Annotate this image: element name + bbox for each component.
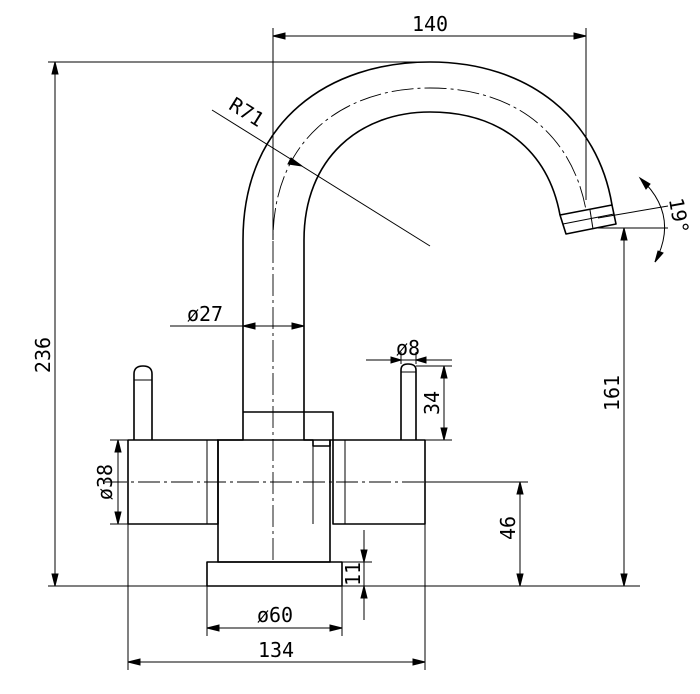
arrow: [620, 573, 628, 587]
arrow: [114, 439, 122, 453]
dim-text-27: ø27: [187, 302, 223, 326]
spout-collar: [217, 411, 334, 447]
spout-inner-contour: [303, 111, 561, 412]
arrow: [127, 658, 141, 666]
arrow: [242, 322, 256, 330]
dim-text-r71: R71: [225, 92, 268, 131]
arrow: [360, 549, 368, 563]
left-lever: [133, 365, 153, 440]
arrow: [287, 157, 303, 167]
arrow: [440, 365, 448, 379]
arrow: [206, 624, 220, 632]
arrow: [638, 176, 651, 190]
aerator-line: [589, 209, 594, 230]
dim-text-140: 140: [412, 12, 448, 36]
angle-line: [597, 205, 669, 219]
arrow: [654, 250, 664, 263]
arrow: [291, 322, 305, 330]
dim-text-60: ø60: [257, 603, 293, 627]
arrow: [272, 32, 286, 40]
arrow: [114, 511, 122, 525]
dimension-labels: 140 236 161 R71 19° ø27 ø8 34 ø38 46 11 …: [31, 12, 694, 662]
dim-arc-19: [639, 177, 666, 263]
arrow: [516, 573, 524, 587]
base-plate: [206, 561, 343, 587]
right-lever: [400, 363, 417, 440]
spout-aerator: [559, 204, 617, 235]
arrow: [414, 356, 427, 364]
dim-line-r71: [211, 109, 431, 247]
dimension-lines: [48, 28, 669, 670]
arrow: [51, 573, 59, 587]
dim-text-11: 11: [341, 562, 365, 586]
dim-text-161: 161: [600, 375, 624, 411]
arrow: [412, 658, 426, 666]
arrow: [360, 585, 368, 599]
arrow: [329, 624, 343, 632]
arrow: [573, 32, 587, 40]
spout-centerline: [272, 87, 587, 560]
arrow: [620, 227, 628, 241]
faucet-outline: [105, 61, 617, 587]
arrow: [516, 481, 524, 495]
dim-text-38: ø38: [93, 464, 117, 500]
dim-text-236: 236: [31, 337, 55, 373]
arrow: [440, 427, 448, 441]
dim-text-34: 34: [420, 391, 444, 415]
dim-text-134: 134: [258, 638, 294, 662]
dim-text-46: 46: [496, 516, 520, 540]
arrow: [390, 356, 403, 364]
aerator-line: [562, 213, 615, 225]
dim-text-8: ø8: [396, 336, 420, 360]
dim-text-19deg: 19°: [664, 196, 694, 236]
arrow: [51, 61, 59, 75]
